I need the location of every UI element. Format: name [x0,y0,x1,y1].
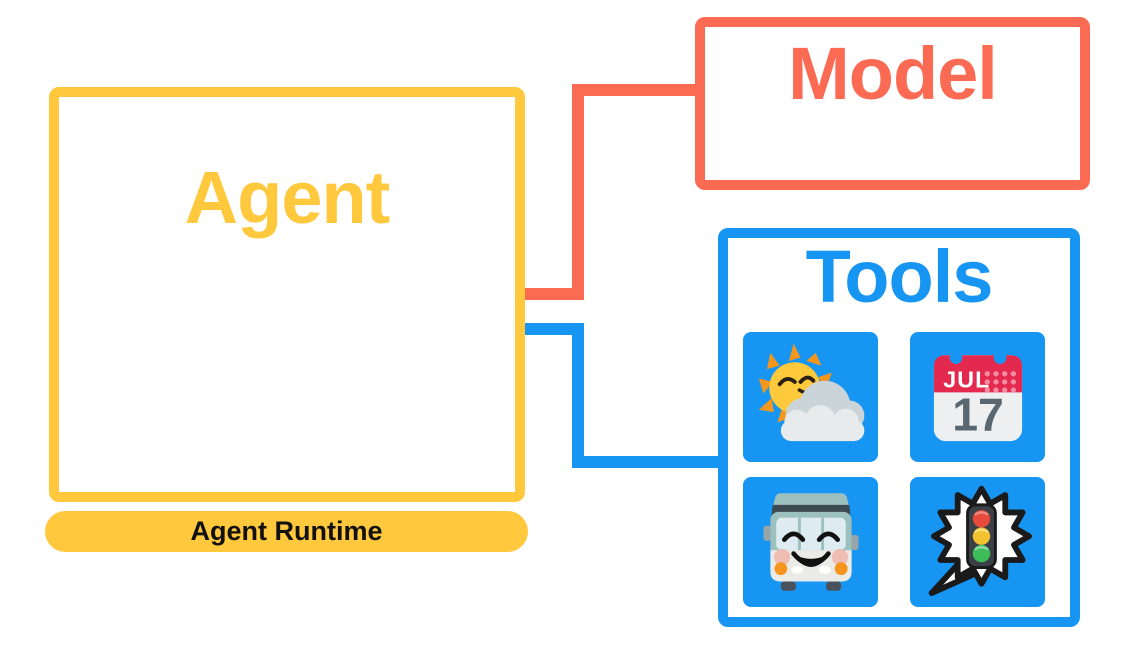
connector-agent-model-segment [572,84,584,300]
model-box-title: Model [788,32,998,115]
agent-box: Agent [49,87,525,502]
calendar-month-text: JUL [943,367,990,393]
calendar-day-text: 17 [952,389,1004,441]
tools-box-title: Tools [805,235,994,318]
connector-agent-model-segment [572,84,700,96]
connector-agent-model-segment [519,288,584,300]
agent-runtime-label: Agent Runtime [190,516,383,546]
connector-agent-tools-segment [572,323,584,468]
calendar-icon: JUL 17 [933,351,1022,442]
sun-behind-cloud-icon [758,343,864,442]
agent-runtime-pill: Agent Runtime [45,511,528,552]
tool-tile-traffic [910,477,1045,607]
connector-agent-tools-segment [572,456,723,468]
model-box: Model [695,17,1090,190]
tools-box: Tools [718,228,1080,627]
tool-tile-bus [743,477,878,607]
bus-icon [762,493,859,591]
agent-box-title: Agent [184,156,391,239]
tool-tile-calendar: JUL 17 [910,332,1045,462]
traffic-light-burst-icon [928,485,1032,596]
connector-agent-tools-segment [519,323,584,335]
tool-tile-weather [743,332,878,462]
